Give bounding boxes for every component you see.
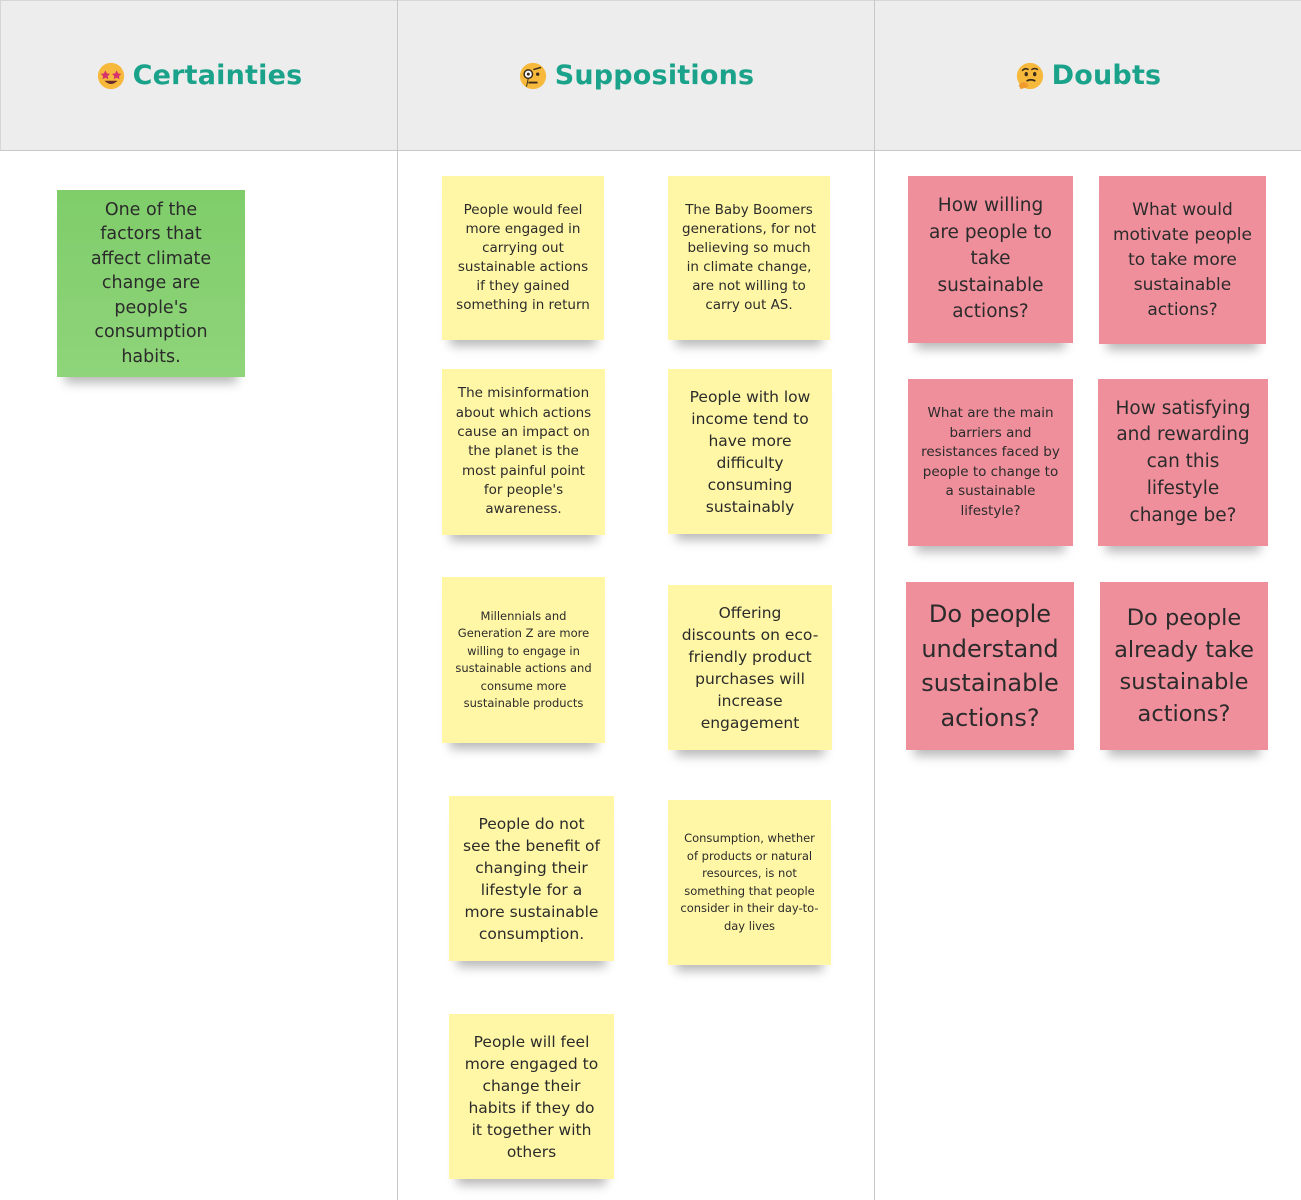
sticky-note-text: Do people understand sustainable actions… (921, 600, 1059, 732)
column-certainties: Certainties One of the factors that affe… (0, 0, 398, 1200)
sticky-note-text: How willing are people to take sustainab… (929, 195, 1052, 323)
sticky-note-text: Do people already take sustainable actio… (1114, 605, 1254, 727)
sticky-note-yellow[interactable]: People will feel more engaged to change … (449, 1014, 614, 1179)
column-title: Certainties (132, 60, 303, 91)
column-header-doubts: Doubts (875, 0, 1301, 151)
sticky-note-yellow[interactable]: People would feel more engaged in carryi… (442, 176, 604, 340)
sticky-note-text: What would motivate people to take more … (1113, 199, 1252, 320)
sticky-note-pink[interactable]: Do people already take sustainable actio… (1100, 582, 1268, 750)
column-header-suppositions: Suppositions (398, 0, 874, 151)
sticky-note-text: Millennials and Generation Z are more wi… (455, 608, 592, 711)
sticky-note-pink[interactable]: How satisfying and rewarding can this li… (1098, 379, 1268, 546)
sticky-note-text: The Baby Boomers generations, for not be… (682, 202, 816, 313)
sticky-note-pink[interactable]: What would motivate people to take more … (1099, 176, 1266, 344)
column-title: Doubts (1051, 60, 1162, 91)
sticky-note-text: Consumption, whether of products or natu… (680, 831, 819, 933)
sticky-note-text: How satisfying and rewarding can this li… (1115, 397, 1251, 526)
sticky-note-text: People will feel more engaged to change … (464, 1032, 599, 1161)
column-title: Suppositions (554, 60, 755, 91)
sticky-note-text: What are the main barriers and resistanc… (921, 405, 1060, 519)
sticky-note-yellow[interactable]: Offering discounts on eco-friendly produ… (668, 585, 832, 750)
sticky-note-yellow[interactable]: Millennials and Generation Z are more wi… (442, 577, 605, 743)
sticky-note-text: People do not see the benefit of changin… (463, 814, 600, 943)
sticky-note-green[interactable]: One of the factors that affect climate c… (57, 190, 245, 377)
column-suppositions: Suppositions People would feel more enga… (398, 0, 875, 1200)
sticky-note-yellow[interactable]: The Baby Boomers generations, for not be… (668, 176, 830, 340)
star-struck-face-icon (97, 62, 124, 89)
sticky-note-pink[interactable]: What are the main barriers and resistanc… (908, 379, 1073, 546)
sticky-note-yellow[interactable]: People with low income tend to have more… (668, 369, 832, 534)
sticky-note-yellow[interactable]: People do not see the benefit of changin… (449, 796, 614, 961)
column-doubts: Doubts How willing are people to take su… (875, 0, 1301, 1200)
face-with-monocle-icon (519, 62, 546, 89)
sticky-note-pink[interactable]: How willing are people to take sustainab… (908, 176, 1073, 343)
sticky-note-pink[interactable]: Do people understand sustainable actions… (906, 582, 1074, 750)
sticky-note-yellow[interactable]: Consumption, whether of products or natu… (668, 800, 831, 965)
column-header-certainties: Certainties (0, 0, 397, 151)
sticky-note-text: One of the factors that affect climate c… (90, 199, 212, 367)
sticky-note-text: The misinformation about which actions c… (455, 385, 592, 518)
sticky-note-yellow[interactable]: The misinformation about which actions c… (442, 369, 605, 535)
sticky-note-text: People would feel more engaged in carryi… (456, 202, 590, 313)
sticky-note-text: People with low income tend to have more… (689, 387, 811, 516)
sticky-note-text: Offering discounts on eco-friendly produ… (681, 603, 819, 732)
thinking-face-icon (1016, 62, 1043, 89)
